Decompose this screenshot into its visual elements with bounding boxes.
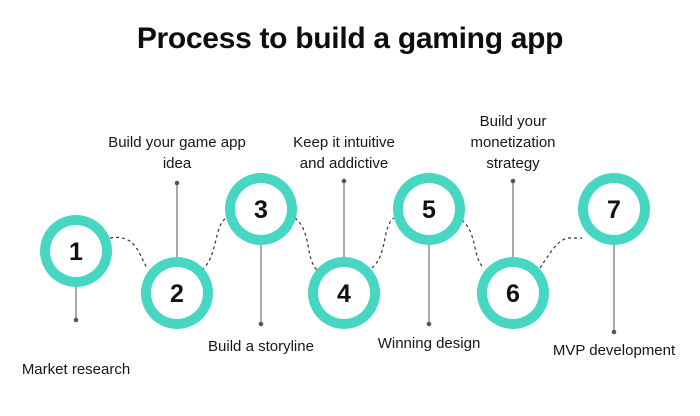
- label-stems: [73, 178, 617, 335]
- connector-5-6: [461, 219, 485, 269]
- connector-4-5: [371, 217, 395, 269]
- stem-dot-7: [611, 329, 617, 335]
- step-7-number: 7: [607, 196, 621, 224]
- step-5: 5: [393, 173, 465, 245]
- step-7-label: MVP development: [552, 342, 676, 359]
- step-5-label: Winning design: [377, 335, 481, 352]
- step-2-label: Build your game app idea: [108, 134, 246, 172]
- step-4-inner: [318, 267, 370, 319]
- step-2-inner: [151, 267, 203, 319]
- step-1: 1: [40, 215, 112, 287]
- step-5-number: 5: [422, 196, 436, 224]
- step-1-number: 1: [69, 238, 83, 266]
- step-6: 6: [477, 257, 549, 329]
- stem-dot-4: [341, 178, 347, 184]
- step-6-number: 6: [506, 280, 520, 308]
- page-title: Process to build a gaming app: [136, 22, 564, 55]
- step-connectors: [109, 217, 582, 271]
- step-2-number: 2: [170, 280, 184, 308]
- stem-dot-1: [73, 317, 79, 323]
- step-5-inner: [403, 183, 455, 235]
- step-1-inner: [50, 225, 102, 277]
- step-7-inner: [588, 183, 640, 235]
- stem-dot-2: [174, 180, 180, 186]
- step-7: 7: [578, 173, 650, 245]
- step-2: 2: [141, 257, 213, 329]
- step-4-number: 4: [337, 280, 351, 308]
- connector-6-7: [539, 237, 582, 269]
- step-6-label: Build your monetization strategy: [470, 113, 556, 172]
- connector-3-4: [294, 217, 318, 271]
- step-6-inner: [487, 267, 539, 319]
- step-3-inner: [235, 183, 287, 235]
- connector-1-2: [109, 236, 148, 269]
- step-4-label: Keep it intuitive and addictive: [293, 134, 395, 172]
- stem-dot-3: [258, 321, 264, 327]
- stem-dot-6: [510, 178, 516, 184]
- step-1-label: Market research: [21, 361, 131, 378]
- step-3-label: Build a storyline: [208, 338, 314, 355]
- connector-2-3: [201, 217, 227, 271]
- stem-dot-5: [426, 321, 432, 327]
- step-3: 3: [225, 173, 297, 245]
- step-4: 4: [308, 257, 380, 329]
- step-3-number: 3: [254, 196, 268, 224]
